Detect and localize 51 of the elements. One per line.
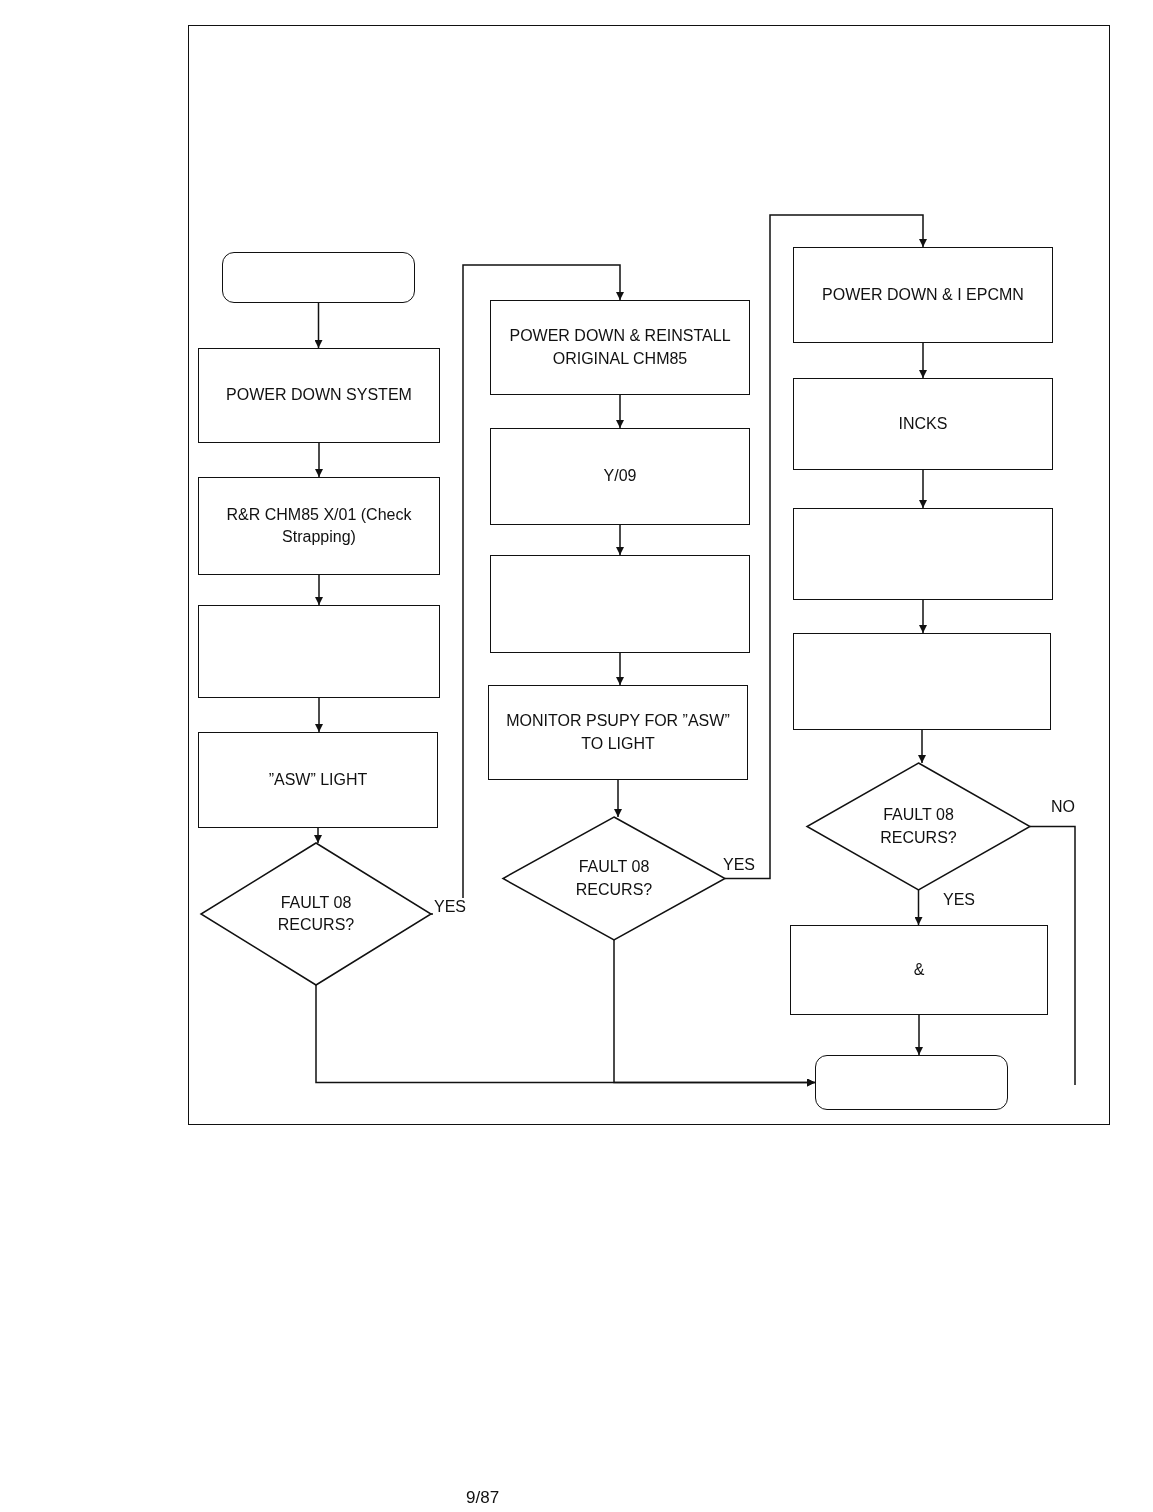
connector-line <box>1029 825 1076 1086</box>
arrow <box>614 779 622 818</box>
arrow <box>315 442 323 478</box>
arrow <box>919 599 927 634</box>
process-box <box>793 378 1053 470</box>
node-text: POWER DOWN & I EPCMN <box>822 284 1024 305</box>
process-box <box>490 300 750 395</box>
arrow <box>315 697 323 733</box>
arrow <box>918 729 926 764</box>
arrow <box>616 524 624 556</box>
node-text: FAULT 08 RECURS? <box>574 857 654 900</box>
arrow <box>613 939 816 1087</box>
edge-label: YES <box>433 898 467 916</box>
node-text: MONITOR PSUPY FOR ”ASW” TO LIGHT <box>505 711 731 754</box>
process-box <box>198 605 440 698</box>
arrow <box>430 264 624 915</box>
node-text: ”ASW” LIGHT <box>268 769 368 790</box>
arrow <box>315 574 323 606</box>
arrow <box>915 1014 923 1056</box>
node-text: POWER DOWN SYSTEM <box>226 385 412 406</box>
node-text: FAULT 08 RECURS? <box>879 805 958 848</box>
decision-diamond <box>807 763 1030 890</box>
node-text: POWER DOWN & REINSTALL ORIGINAL CHM85 <box>508 326 732 369</box>
arrow <box>919 469 927 509</box>
node-text: & <box>913 959 925 980</box>
arrow <box>314 827 322 844</box>
terminal-box <box>222 252 415 303</box>
decision-diamond <box>201 843 431 985</box>
node-text: Y/09 <box>603 466 637 487</box>
arrow <box>919 342 927 379</box>
arrow <box>914 889 923 926</box>
process-box <box>793 247 1053 343</box>
arrow <box>616 652 624 686</box>
arrow <box>616 394 624 429</box>
node-text: R&R CHM85 X/01 (Check Strapping) <box>225 504 413 547</box>
page-number: 9/87 <box>466 1488 500 1508</box>
process-box <box>198 732 438 828</box>
process-box <box>490 555 750 653</box>
arrow <box>314 302 323 349</box>
terminal-box <box>815 1055 1008 1110</box>
process-box <box>198 348 440 443</box>
process-box <box>198 477 440 575</box>
process-box <box>790 925 1048 1015</box>
decision-diamond <box>503 817 725 940</box>
process-box <box>793 508 1053 600</box>
arrow <box>724 214 927 880</box>
process-box <box>488 685 748 780</box>
node-text: INCKS <box>898 413 948 434</box>
process-box <box>793 633 1051 730</box>
node-text: FAULT 08 RECURS? <box>276 892 356 935</box>
process-box <box>490 428 750 525</box>
